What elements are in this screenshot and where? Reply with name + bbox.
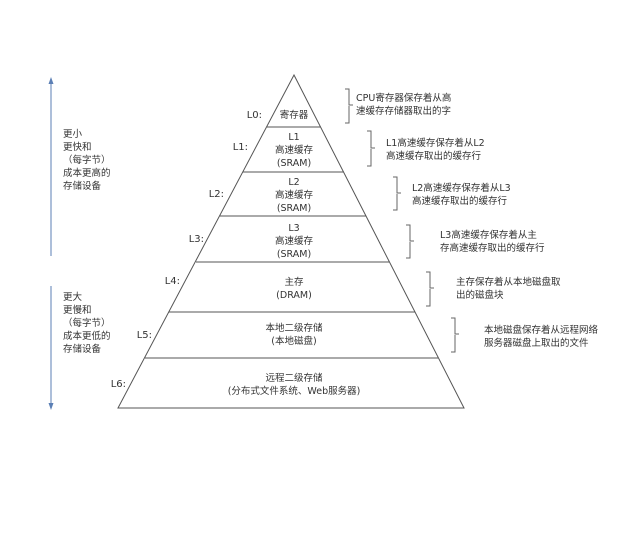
pyramid bbox=[117, 73, 465, 409]
level-name: 寄存器 bbox=[280, 109, 309, 121]
level-name: 主存(DRAM) bbox=[276, 276, 312, 301]
level-l4: L4: 主存(DRAM) 主存保存着从本地磁盘取出的磁盘块 bbox=[165, 271, 561, 307]
level-label: L1: bbox=[233, 142, 248, 153]
top-axis-text: 更小 更快和 （每字节） 成本更高的 存储设备 bbox=[63, 129, 114, 192]
bracket-icon bbox=[451, 317, 459, 353]
level-note: CPU寄存器保存着从高速缓存存储器取出的字 bbox=[356, 92, 451, 117]
arrow-up-icon bbox=[48, 77, 54, 84]
level-l5: L5: 本地二级存储(本地磁盘) 本地磁盘保存着从远程网络服务器磁盘上取出的文件 bbox=[137, 317, 599, 353]
level-label: L0: bbox=[247, 110, 262, 121]
level-label: L6: bbox=[111, 379, 126, 390]
pyramid-outline bbox=[117, 73, 465, 409]
level-name: 本地二级存储(本地磁盘) bbox=[265, 322, 323, 347]
arrow-down-icon bbox=[48, 403, 54, 410]
level-label: L3: bbox=[189, 234, 204, 245]
level-l0: L0: 寄存器 CPU寄存器保存着从高速缓存存储器取出的字 bbox=[247, 88, 451, 124]
level-note: 本地磁盘保存着从远程网络服务器磁盘上取出的文件 bbox=[484, 324, 599, 349]
level-l6: L6: 远程二级存储(分布式文件系统、Web服务器) bbox=[111, 372, 361, 397]
bracket-icon bbox=[393, 176, 401, 211]
level-label: L4: bbox=[165, 276, 180, 287]
bracket-icon bbox=[406, 224, 414, 259]
level-label: L5: bbox=[137, 330, 152, 341]
left-axis: 更小 更快和 （每字节） 成本更高的 存储设备 更大 更慢和 （每字节） 成本更… bbox=[48, 77, 114, 410]
level-note: L3高速缓存保存着从主存高速缓存取出的缓存行 bbox=[440, 229, 545, 254]
bracket-icon bbox=[426, 271, 434, 307]
bracket-icon bbox=[367, 130, 375, 167]
level-label: L2: bbox=[209, 189, 224, 200]
bottom-axis-text: 更大 更慢和 （每字节） 成本更低的 存储设备 bbox=[63, 291, 114, 355]
level-name: 远程二级存储(分布式文件系统、Web服务器) bbox=[228, 372, 361, 397]
level-note: 主存保存着从本地磁盘取出的磁盘块 bbox=[456, 276, 561, 301]
bracket-icon bbox=[345, 88, 353, 124]
